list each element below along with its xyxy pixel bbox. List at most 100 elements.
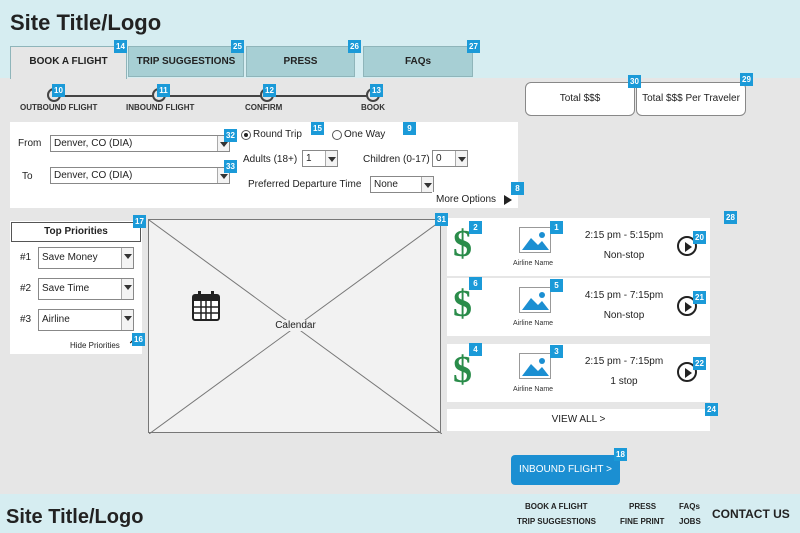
priority-rank: #3 (20, 314, 32, 325)
tab-faqs[interactable]: FAQs (363, 46, 473, 77)
select-flight-button[interactable] (677, 362, 697, 382)
footer-link-contact[interactable]: CONTACT US (712, 507, 790, 521)
flight-result-card[interactable]: $ 6 5 Airline Name 4:15 pm - 7:15pm Non-… (447, 277, 710, 336)
priority-value: Save Money (42, 252, 98, 263)
annotation-badge: 28 (724, 211, 737, 224)
priority-2-select[interactable]: Save Time (38, 278, 134, 300)
departure-time-select[interactable]: None (370, 176, 434, 193)
annotation-badge: 5 (550, 279, 563, 292)
annotation-badge: 21 (693, 291, 706, 304)
annotation-badge: 17 (133, 215, 146, 228)
annotation-badge: 25 (231, 40, 244, 53)
footer-link-book[interactable]: BOOK A FLIGHT (525, 502, 588, 511)
annotation-badge: 8 (511, 182, 524, 195)
calendar-label: Calendar (149, 320, 442, 331)
departure-time-value: None (374, 179, 398, 190)
children-select[interactable]: 0 (432, 150, 468, 167)
priority-rank: #1 (20, 252, 32, 263)
calendar-icon (192, 291, 220, 321)
tab-label: PRESS (283, 56, 318, 67)
calendar-label-text: Calendar (272, 320, 319, 331)
view-all-button[interactable]: VIEW ALL > (447, 409, 710, 431)
annotation-badge: 11 (157, 84, 170, 97)
annotation-badge: 27 (467, 40, 480, 53)
total-label: Total $$$ (559, 93, 601, 104)
annotation-badge: 14 (114, 40, 127, 53)
annotation-badge: 12 (263, 84, 276, 97)
departure-time-label: Preferred Departure Time (248, 179, 362, 190)
adults-label: Adults (18+) (243, 154, 298, 165)
annotation-badge: 2 (469, 221, 482, 234)
round-trip-label: Round Trip (253, 129, 302, 140)
select-flight-button[interactable] (677, 296, 697, 316)
select-flight-button[interactable] (677, 236, 697, 256)
footer: Site Title/Logo BOOK A FLIGHT TRIP SUGGE… (0, 494, 800, 533)
more-options-link[interactable]: More Options (432, 192, 518, 208)
dollar-icon: $ (453, 349, 472, 391)
more-options-label: More Options (436, 194, 497, 205)
flight-time: 2:15 pm - 7:15pm (584, 356, 664, 367)
adults-select[interactable]: 1 (302, 150, 338, 167)
annotation-badge: 30 (628, 75, 641, 88)
annotation-badge: 20 (693, 231, 706, 244)
site-logo[interactable]: Site Title/Logo (10, 10, 162, 35)
image-icon (522, 292, 549, 310)
footer-link-fine-print[interactable]: FINE PRINT (620, 517, 665, 526)
children-label: Children (0-17) (363, 154, 430, 165)
round-trip-radio[interactable] (241, 130, 251, 140)
airline-logo (519, 353, 551, 379)
tab-trip-suggestions[interactable]: TRIP SUGGESTIONS (128, 46, 244, 77)
chevron-down-icon (121, 248, 133, 268)
priorities-title: Top Priorities (11, 222, 141, 242)
chevron-down-icon (121, 279, 133, 299)
one-way-radio[interactable] (332, 130, 342, 140)
progress-track (55, 95, 375, 97)
annotation-badge: 6 (469, 277, 482, 290)
annotation-badge: 13 (370, 84, 383, 97)
flight-time: 2:15 pm - 5:15pm (584, 230, 664, 241)
priority-value: Save Time (42, 283, 90, 294)
adults-value: 1 (306, 153, 312, 164)
step-outbound-label: OUTBOUND FLIGHT (20, 103, 98, 112)
footer-link-faqs[interactable]: FAQs (679, 502, 700, 511)
from-label: From (18, 138, 42, 149)
annotation-badge: 24 (705, 403, 718, 416)
annotation-badge: 33 (224, 160, 237, 173)
to-select[interactable]: Denver, CO (DIA) (50, 167, 230, 184)
annotation-badge: 29 (740, 73, 753, 86)
total-price-box: Total $$$ (525, 82, 635, 116)
image-icon (522, 358, 549, 376)
priority-rank: #2 (20, 283, 32, 294)
flight-result-card[interactable]: $ 2 1 Airline Name 2:15 pm - 5:15pm Non-… (447, 218, 710, 276)
priority-3-select[interactable]: Airline (38, 309, 134, 331)
annotation-badge: 22 (693, 357, 706, 370)
dollar-icon: $ (453, 223, 472, 265)
one-way-label: One Way (344, 129, 386, 140)
inbound-flight-button[interactable]: INBOUND FLIGHT > (511, 455, 620, 485)
chevron-down-icon (325, 151, 337, 166)
flight-result-card[interactable]: $ 4 3 Airline Name 2:15 pm - 7:15pm 1 st… (447, 343, 710, 402)
flight-stops: 1 stop (610, 376, 638, 387)
footer-logo[interactable]: Site Title/Logo (6, 506, 144, 528)
priority-value: Airline (42, 314, 70, 325)
tab-press[interactable]: PRESS (246, 46, 355, 77)
priority-1-select[interactable]: Save Money (38, 247, 134, 269)
step-book-label: BOOK (361, 103, 385, 112)
airline-logo (519, 287, 551, 313)
footer-link-trip[interactable]: TRIP SUGGESTIONS (517, 517, 596, 526)
flight-stops: Non-stop (603, 310, 645, 321)
airline-name: Airline Name (513, 260, 554, 267)
tab-book-a-flight[interactable]: BOOK A FLIGHT (10, 46, 127, 79)
calendar-widget[interactable]: Calendar (148, 219, 442, 434)
header: Site Title/Logo BOOK A FLIGHT 14 TRIP SU… (0, 0, 800, 79)
footer-link-press[interactable]: PRESS (629, 502, 657, 511)
flight-stops: Non-stop (603, 250, 645, 261)
footer-link-jobs[interactable]: JOBS (679, 517, 701, 526)
tab-label: BOOK A FLIGHT (29, 56, 108, 67)
annotation-badge: 32 (224, 129, 237, 142)
chevron-down-icon (455, 151, 467, 166)
children-value: 0 (436, 153, 442, 164)
hide-priorities-link[interactable]: Hide Priorities (70, 341, 120, 350)
annotation-badge: 26 (348, 40, 361, 53)
from-select[interactable]: Denver, CO (DIA) (50, 135, 230, 152)
